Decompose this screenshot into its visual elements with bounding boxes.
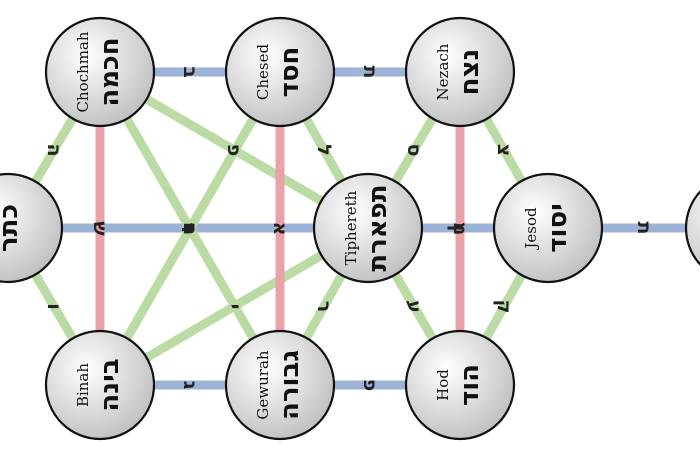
path-letter: ג — [179, 381, 201, 390]
path-letter: ב — [179, 66, 201, 78]
path-letter: פ — [359, 379, 381, 392]
path-letter: י — [223, 304, 245, 310]
sephirah-malkuth: Malkuth — [684, 190, 700, 266]
sephirah-hebrew: הוד — [455, 364, 485, 406]
sephirah-hebrew: תפארת — [363, 184, 393, 271]
path-binah-chesed — [96, 69, 284, 388]
sephirah-name: Gewurah — [254, 350, 272, 419]
path-letter: ח — [179, 222, 201, 235]
path-letter: ת — [359, 66, 381, 79]
path-letter: ע — [403, 300, 425, 313]
path-letter: ז — [179, 225, 201, 233]
sephirah-name: Nezach — [434, 43, 452, 100]
sephirah-name: Binah — [74, 363, 92, 407]
sephirah-labels: כתר — [0, 204, 24, 252]
path-letter: ו — [43, 303, 65, 310]
sephirah-hebrew: בינה — [95, 358, 125, 411]
path-letter: ן — [447, 225, 469, 232]
sephirah-hebrew: נצח — [455, 49, 485, 96]
sephirah-name: Jesod — [522, 207, 540, 251]
path-letter: ר — [313, 301, 335, 312]
path-letter: מ — [449, 222, 471, 236]
sephirah-circle — [224, 16, 336, 128]
sephirah-hebrew: חכמה — [95, 37, 125, 106]
sephirah-hebrew: כתר — [0, 204, 24, 252]
sephirah-circle — [0, 172, 64, 284]
sephirah-circle — [684, 190, 700, 266]
path-letter: ק — [493, 300, 515, 314]
path-letters-layer: ה ו ד ש ב פ זח י ג א ת ל פ ר ס ע ןמ צ ק ת — [43, 66, 655, 392]
sephirah-circle — [224, 329, 336, 441]
sephirah-circle — [404, 329, 516, 441]
path-letter: א — [269, 222, 291, 236]
sephirah-keter: כתר — [0, 172, 64, 284]
sephirah-name: Tiphereth — [342, 190, 360, 265]
path-letter: צ — [493, 144, 515, 156]
path-letter: ש — [89, 221, 111, 236]
path-letter: ד — [177, 222, 199, 233]
sephirah-circle — [312, 172, 424, 284]
sephirah-circle — [492, 172, 604, 284]
path-letter: ס — [403, 144, 425, 157]
sephirah-name: Chesed — [254, 44, 272, 101]
path-letter: ה — [43, 143, 65, 156]
sephirah-circle — [44, 16, 156, 128]
sephirah-name: Hod — [434, 369, 452, 401]
path-letter: ל — [313, 144, 335, 156]
sephirah-hebrew: חסד — [275, 47, 305, 98]
path-letter: ת — [633, 222, 655, 235]
path-letter: פ — [223, 144, 245, 157]
sephirah-name: Chochmah — [74, 31, 92, 112]
sephirah-hebrew: יסוד — [543, 203, 573, 253]
sephirah-circle — [44, 329, 156, 441]
sephirah-hebrew: גבורה — [275, 350, 305, 420]
sephirah-circle — [404, 16, 516, 128]
